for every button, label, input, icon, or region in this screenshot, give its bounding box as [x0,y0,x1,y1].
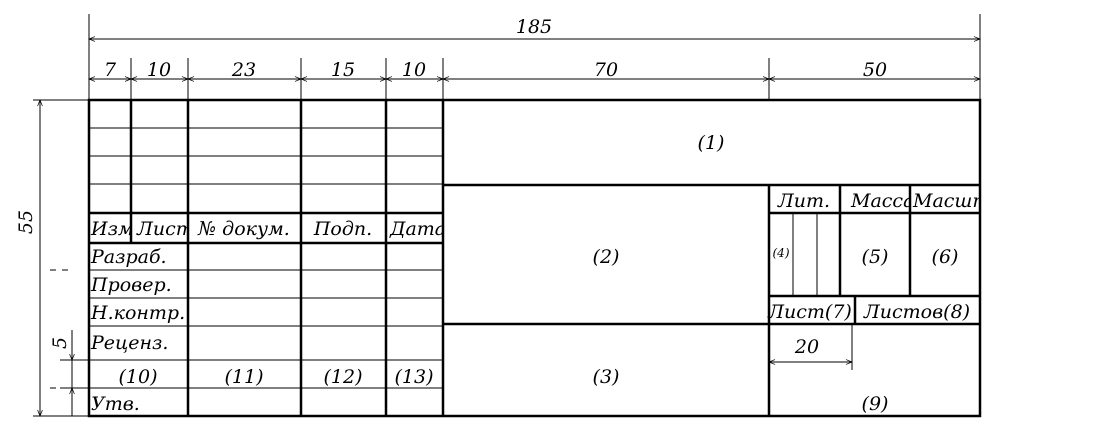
label-sheet: Лист(7) [767,301,852,323]
dim-50: 50 [863,59,887,81]
row-checked: Провер. [90,274,172,296]
field-12: (12) [323,366,362,388]
field-13: (13) [394,366,433,388]
row-labels: Разраб. Провер. Н.контр. Реценз. Утв. [90,246,185,415]
dim-23: 23 [231,59,256,81]
dimension-labels: 185 7 10 23 15 10 70 50 55 5 20 [15,16,887,358]
dim-15: 15 [331,59,355,81]
dimension-lines [33,14,981,417]
right-block: Лит. Масса Масштаб Лист(7) Листов(8) [767,190,1014,323]
field-10: (10) [118,366,157,388]
label-lit: Лит. [777,190,830,212]
header-date: Дата [389,218,446,240]
label-mass: Масса [850,190,914,212]
row-norm-control: Н.контр. [90,302,185,324]
header-list: Лист [136,218,194,240]
dim-20: 20 [794,336,819,358]
field-4: (4) [773,246,790,260]
field-3: (3) [593,366,620,388]
dim-185: 185 [516,16,552,38]
row-developed: Разраб. [90,246,167,268]
dim-70: 70 [594,59,618,81]
field-6: (6) [932,246,959,268]
field-2: (2) [593,246,620,268]
field-labels: (1) (2) (3) (4) (5) (6) (9) (10) (11) (1… [118,132,958,415]
dim-7: 7 [104,59,117,81]
dim-55: 55 [15,210,37,234]
dim-10b: 10 [402,59,426,81]
field-1: (1) [698,132,725,154]
label-scale: Масштаб [912,190,1014,212]
header-sign: Подп. [313,218,372,240]
row-reviewer: Реценз. [90,332,168,354]
header-izm: Изм. [90,218,140,240]
dim-5: 5 [49,337,71,349]
header-doc-no: № докум. [197,218,290,240]
label-sheets: Листов(8) [863,301,970,323]
field-5: (5) [862,246,889,268]
dim-10a: 10 [147,59,171,81]
title-block-frame [87,98,982,418]
field-11: (11) [224,366,263,388]
title-block-thin-lines [89,127,818,389]
row-approved: Утв. [91,393,140,415]
field-9: (9) [862,393,889,415]
header-row: Изм. Лист № докум. Подп. Дата [90,218,446,240]
